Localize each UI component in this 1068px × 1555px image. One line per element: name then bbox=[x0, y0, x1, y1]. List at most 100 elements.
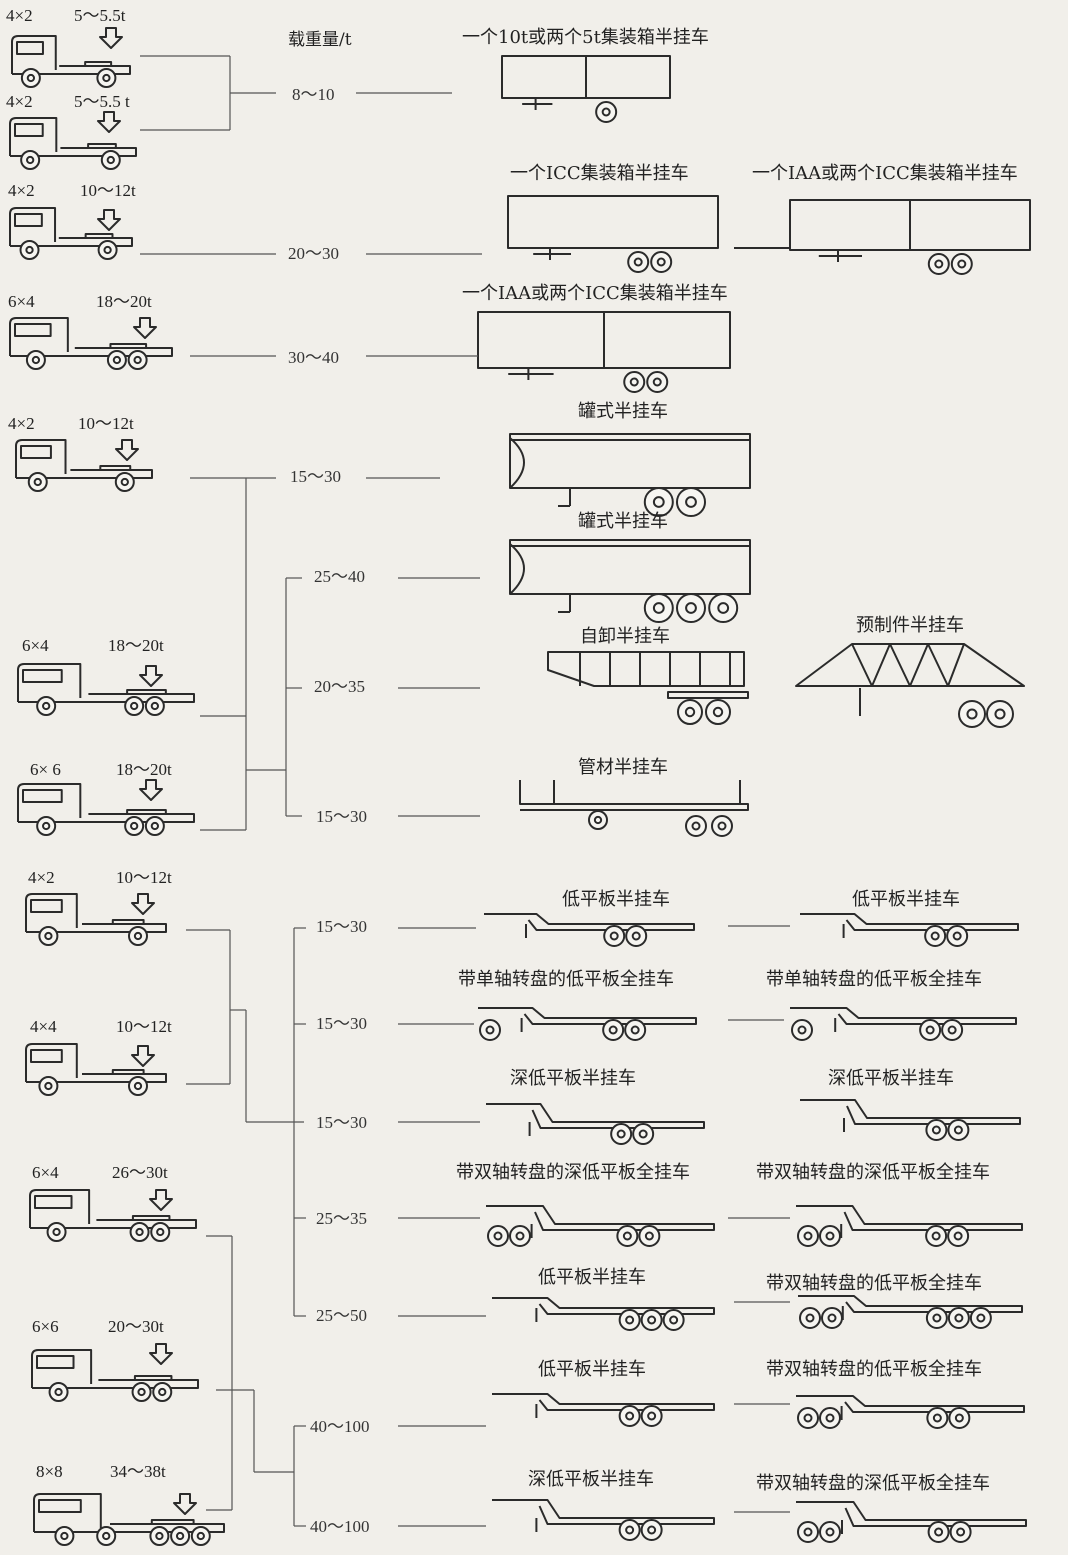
trailer-label: 带单轴转盘的低平板全挂车 bbox=[766, 970, 982, 990]
load-range: 15～30 bbox=[290, 467, 341, 487]
tractor-capacity: 10～12t bbox=[116, 1017, 172, 1037]
tractor-capacity: 5～5.5 t bbox=[74, 92, 130, 112]
wheel bbox=[99, 241, 117, 259]
lowbed-deck bbox=[478, 1008, 696, 1024]
wheel bbox=[949, 1308, 969, 1328]
tractor-config: 4×2 bbox=[8, 181, 35, 201]
coupling-arrow-icon bbox=[98, 112, 120, 132]
wheel bbox=[712, 816, 732, 836]
cab-window bbox=[23, 670, 62, 682]
wheel bbox=[129, 351, 147, 369]
wheel bbox=[664, 1310, 684, 1330]
wheel bbox=[706, 700, 730, 724]
wheel bbox=[820, 1408, 840, 1428]
landing-gear bbox=[558, 488, 570, 506]
wheel bbox=[131, 1223, 149, 1241]
wheel bbox=[929, 1522, 949, 1542]
wheel bbox=[48, 1223, 66, 1241]
trailer-label: 低平板半挂车 bbox=[562, 890, 670, 910]
lowbed-deck bbox=[492, 1394, 714, 1410]
lowbed-deck bbox=[800, 1100, 1020, 1124]
load-range: 40～100 bbox=[310, 1517, 370, 1537]
tractor-capacity: 20～30t bbox=[108, 1317, 164, 1337]
lowbed-deck bbox=[486, 1104, 704, 1128]
wheel bbox=[927, 1408, 947, 1428]
wheel bbox=[820, 1226, 840, 1246]
wheel bbox=[633, 1124, 653, 1144]
trailer-label: 低平板半挂车 bbox=[852, 890, 960, 910]
trailer-label: 一个10t或两个5t集装箱半挂车 bbox=[462, 28, 709, 48]
coupling-arrow-icon bbox=[132, 1046, 154, 1066]
tractor-capacity: 10～12t bbox=[80, 181, 136, 201]
wheel bbox=[102, 151, 120, 169]
trailer-label: 低平板半挂车 bbox=[538, 1360, 646, 1380]
tractor-config: 4×2 bbox=[8, 414, 35, 434]
wheel bbox=[624, 372, 644, 392]
wheel bbox=[820, 1522, 840, 1542]
coupling-arrow-icon bbox=[100, 28, 122, 48]
trailer-label: 带双轴转盘的低平板全挂车 bbox=[766, 1274, 982, 1294]
chassis bbox=[668, 692, 748, 698]
coupling-arrow-icon bbox=[140, 666, 162, 686]
cab-window bbox=[31, 900, 62, 912]
trailer-label: 一个IAA或两个ICC集装箱半挂车 bbox=[462, 284, 728, 304]
load-range: 40～100 bbox=[310, 1417, 370, 1437]
cab-window bbox=[15, 124, 43, 136]
cab-window bbox=[17, 42, 43, 54]
trailer-label: 带双轴转盘的深低平板全挂车 bbox=[756, 1474, 990, 1494]
wheel bbox=[678, 700, 702, 724]
fifth-wheel bbox=[133, 1216, 170, 1220]
lowbed-deck bbox=[790, 1008, 1016, 1024]
wheel bbox=[611, 1124, 631, 1144]
wheel bbox=[480, 1020, 500, 1040]
wheel bbox=[39, 927, 57, 945]
wheel bbox=[686, 816, 706, 836]
fifth-wheel bbox=[127, 690, 166, 694]
wheel bbox=[510, 1226, 530, 1246]
tractor-config: 8×8 bbox=[36, 1462, 63, 1482]
wheel bbox=[604, 926, 624, 946]
cab-window bbox=[23, 790, 62, 802]
fifth-wheel bbox=[85, 62, 111, 66]
wheel bbox=[628, 252, 648, 272]
wheel bbox=[625, 1020, 645, 1040]
wheel bbox=[620, 1310, 640, 1330]
coupling-arrow-icon bbox=[132, 894, 154, 914]
coupling-arrow-icon bbox=[98, 210, 120, 230]
wheel bbox=[97, 1527, 115, 1545]
cab-window bbox=[39, 1500, 81, 1512]
fifth-wheel bbox=[113, 1070, 144, 1074]
wheel bbox=[626, 926, 646, 946]
landing-gear bbox=[819, 250, 862, 262]
wheel bbox=[125, 817, 143, 835]
wheel bbox=[37, 817, 55, 835]
wheel bbox=[642, 1406, 662, 1426]
cab-window bbox=[31, 1050, 62, 1062]
wheel bbox=[97, 69, 115, 87]
wheel bbox=[116, 473, 134, 491]
wheel bbox=[925, 926, 945, 946]
trailer-label: 一个ICC集装箱半挂车 bbox=[510, 164, 689, 184]
wheel bbox=[171, 1527, 189, 1545]
wheel bbox=[949, 1408, 969, 1428]
wheel bbox=[133, 1383, 151, 1401]
coupling-arrow-icon bbox=[134, 318, 156, 338]
tractor-capacity: 5～5.5t bbox=[74, 6, 125, 26]
wheel bbox=[926, 1120, 946, 1140]
wheel bbox=[27, 351, 45, 369]
wheel bbox=[651, 252, 671, 272]
trailer-label: 带双轴转盘的低平板全挂车 bbox=[766, 1360, 982, 1380]
wheel bbox=[987, 701, 1013, 727]
trailer-label: 深低平板半挂车 bbox=[828, 1069, 954, 1089]
wheel bbox=[129, 1077, 147, 1095]
wheel bbox=[37, 697, 55, 715]
wheel bbox=[589, 811, 607, 829]
load-range: 15～30 bbox=[316, 917, 367, 937]
lowbed-deck bbox=[492, 1500, 714, 1524]
wheel bbox=[55, 1527, 73, 1545]
tractor-config: 4×2 bbox=[6, 6, 33, 26]
trailer-label: 自卸半挂车 bbox=[580, 627, 670, 647]
lowbed-deck bbox=[800, 914, 1018, 930]
fifth-wheel bbox=[135, 1376, 172, 1380]
